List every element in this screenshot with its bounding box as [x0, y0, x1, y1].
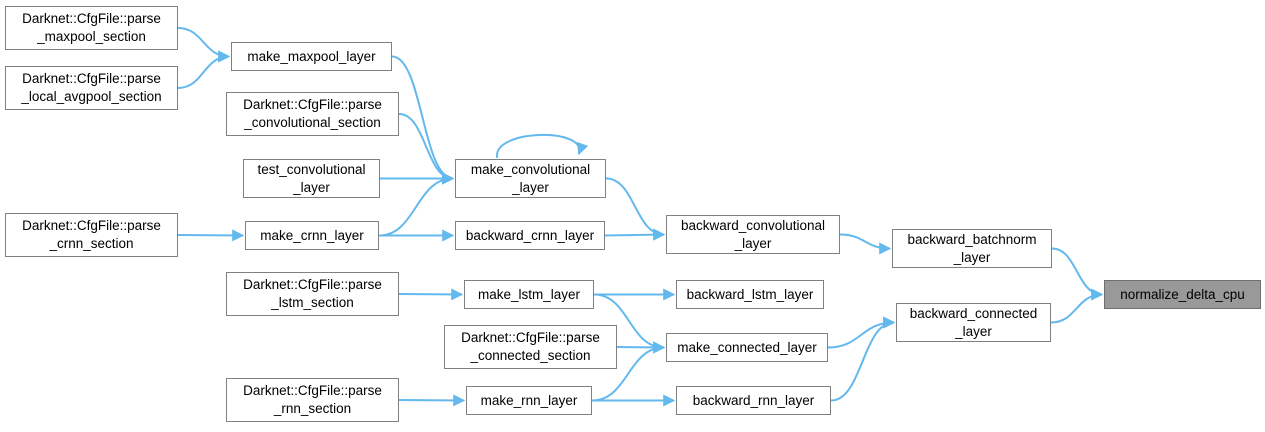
- graph-edge-n5-to-n9: [605, 177, 666, 241]
- graph-node-Darknet-CfgFile-parse_maxpool_section[interactable]: Darknet::CfgFile::parse _maxpool_section: [5, 6, 178, 50]
- graph-edge-n15-to-n14: [1050, 288, 1104, 324]
- graph-node-Darknet-CfgFile-parse_rnn_section[interactable]: Darknet::CfgFile::parse _rnn_section: [226, 378, 399, 422]
- graph-node-Darknet-CfgFile-parse_local_avgpool_section[interactable]: Darknet::CfgFile::parse _local_avgpool_s…: [5, 66, 178, 110]
- graph-node-Darknet-CfgFile-parse_lstm_section[interactable]: Darknet::CfgFile::parse _lstm_section: [226, 272, 399, 316]
- graph-edge-n9-to-n10: [839, 233, 892, 255]
- graph-edge-n6-to-n7: [177, 229, 245, 242]
- graph-node-make_lstm_layer[interactable]: make_lstm_layer: [464, 280, 594, 309]
- graph-node-make_crnn_layer[interactable]: make_crnn_layer: [245, 221, 379, 250]
- graph-node-make_convolutional_layer[interactable]: make_convolutional _layer: [455, 159, 606, 198]
- graph-node-Darknet-CfgFile-parse_crnn_section[interactable]: Darknet::CfgFile::parse _crnn_section: [5, 213, 178, 257]
- graph-edge-n5-to-n5: [496, 133, 589, 159]
- graph-node-make_rnn_layer[interactable]: make_rnn_layer: [466, 386, 592, 415]
- graph-node-backward_connected_layer[interactable]: backward_connected _layer: [896, 303, 1051, 342]
- graph-edge-n3-to-n5: [398, 113, 455, 185]
- graph-edge-n18-to-n19: [398, 394, 466, 407]
- graph-edge-n2-to-n1: [177, 50, 231, 89]
- graph-edge-n0-to-n1: [177, 27, 231, 63]
- graph-node-normalize_delta_cpu[interactable]: normalize_delta_cpu: [1104, 280, 1261, 309]
- graph-edge-n11-to-n12: [398, 288, 464, 301]
- graph-edge-n10-to-n14: [1051, 247, 1104, 301]
- graph-node-backward_rnn_layer[interactable]: backward_rnn_layer: [676, 386, 831, 415]
- graph-edge-n17-to-n15: [827, 316, 896, 349]
- graph-edge-n16-to-n17: [616, 341, 666, 354]
- graph-edge-n8-to-n9: [604, 228, 666, 241]
- graph-node-backward_lstm_layer[interactable]: backward_lstm_layer: [676, 280, 824, 309]
- graph-edge-n1-to-n5: [391, 55, 455, 185]
- graph-edge-n20-to-n15: [830, 316, 896, 402]
- graph-node-Darknet-CfgFile-parse_convolutional_section[interactable]: Darknet::CfgFile::parse _convolutional_s…: [226, 92, 399, 136]
- graph-node-backward_batchnorm_layer[interactable]: backward_batchnorm _layer: [892, 229, 1052, 268]
- graph-node-backward_convolutional_layer[interactable]: backward_convolutional _layer: [666, 215, 840, 254]
- graph-node-backward_crnn_layer[interactable]: backward_crnn_layer: [455, 221, 605, 250]
- graph-edge-n7-to-n5: [378, 172, 455, 237]
- graph-node-make_maxpool_layer[interactable]: make_maxpool_layer: [231, 42, 392, 71]
- graph-node-test_convolutional_layer[interactable]: test_convolutional _layer: [243, 159, 380, 198]
- graph-node-make_connected_layer[interactable]: make_connected_layer: [666, 333, 828, 362]
- graph-node-Darknet-CfgFile-parse_connected_section[interactable]: Darknet::CfgFile::parse _connected_secti…: [444, 325, 617, 369]
